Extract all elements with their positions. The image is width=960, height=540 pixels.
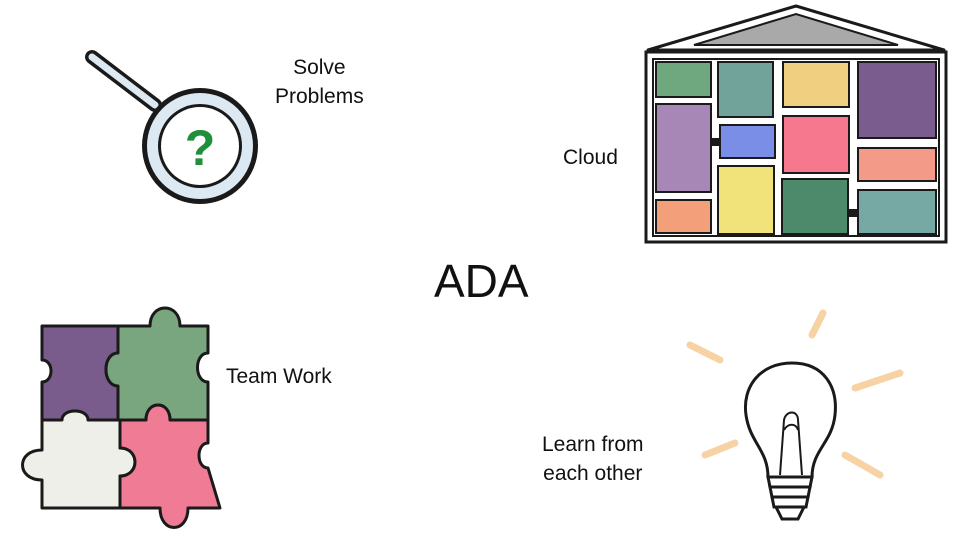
solve-problems-line-1: Solve — [293, 56, 346, 79]
lightbulb-icon — [686, 309, 904, 521]
cloud-label: Cloud — [563, 143, 618, 172]
learn-line-2: each other — [543, 462, 643, 485]
team-work-label: Team Work — [226, 362, 332, 391]
question-mark-glyph: ? — [185, 120, 216, 176]
magnifying-glass-icon: ? — [85, 50, 258, 204]
light-ray — [701, 439, 739, 459]
light-ray — [686, 341, 724, 364]
light-ray — [851, 369, 904, 392]
slide-title: ADA — [434, 255, 529, 307]
learn-line-1: Learn from — [542, 433, 644, 456]
data-center-grid-icon — [644, 4, 948, 244]
light-ray — [841, 451, 884, 479]
light-ray — [808, 309, 827, 339]
learn-label: Learn from each other — [542, 430, 644, 488]
team-work-line-1: Team Work — [226, 365, 332, 388]
solve-problems-line-2: Problems — [275, 85, 364, 108]
puzzle-pieces-icon — [21, 306, 222, 529]
solve-problems-label: Solve Problems — [275, 53, 364, 111]
cloud-line-1: Cloud — [563, 146, 618, 169]
